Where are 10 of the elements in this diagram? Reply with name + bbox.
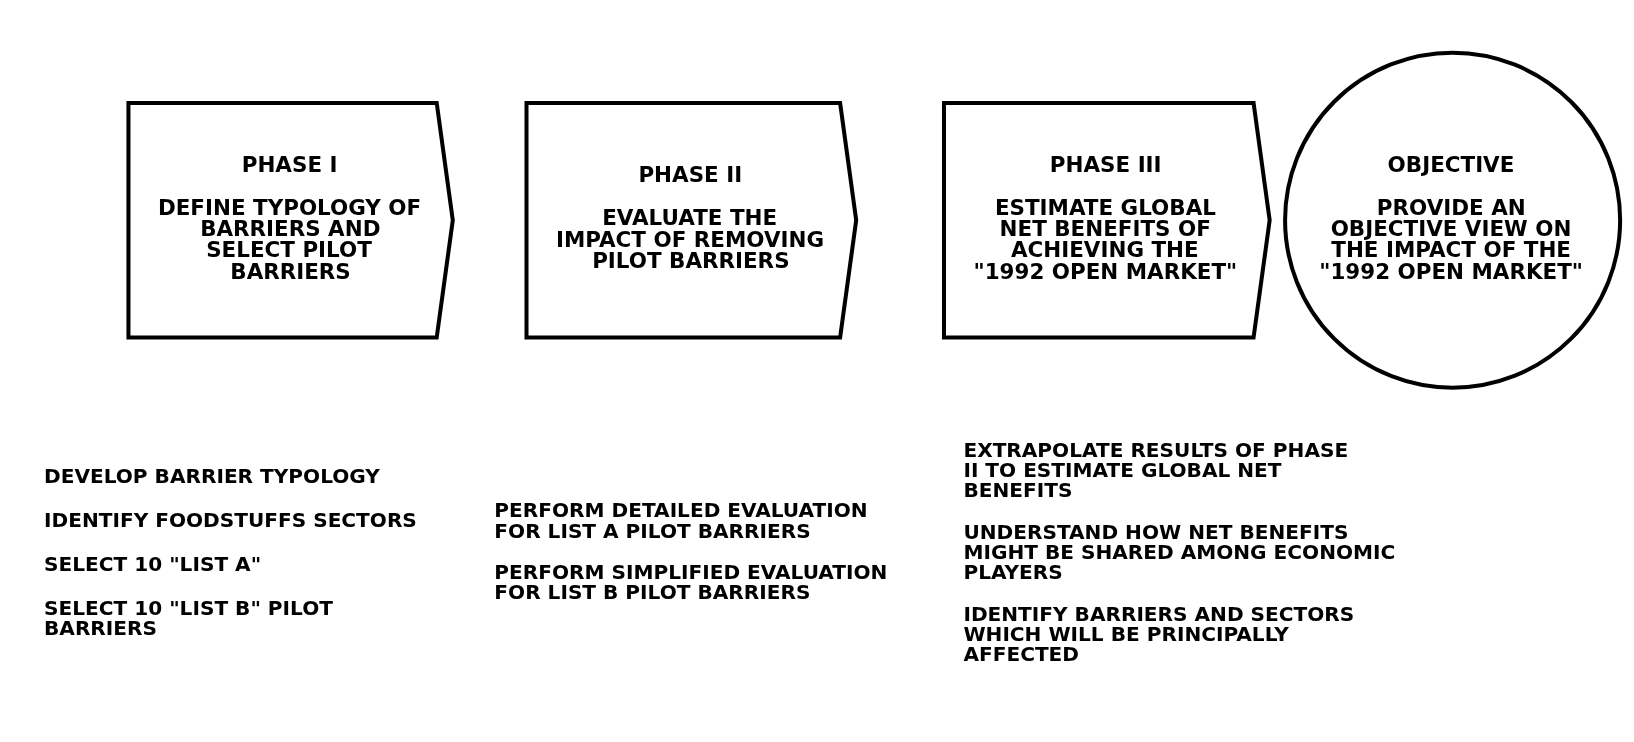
node-label: IDENTIFY BARRIERS AND SECTORS WHICH WILL BE PRINCIPALLY AFFECTED <box>962 601 1354 666</box>
node-label: PERFORM DETAILED EVALUATION FOR LIST A PILOT BARRIERS <box>493 498 868 543</box>
node-label: IDENTIFY FOODSTUFFS SECTORS <box>43 507 417 532</box>
node-label: EXTRAPOLATE RESULTS OF PHASE II TO ESTIMATE GLOBAL NET BENEFITS <box>962 438 1348 503</box>
node-label: SELECT 10 "LIST A" <box>43 552 261 577</box>
node-label: DEVELOP BARRIER TYPOLOGY <box>43 463 380 488</box>
node-label: SELECT 10 "LIST B" PILOT BARRIERS <box>43 596 333 641</box>
node-circle: OBJECTIVE PROVIDE AN OBJECTIVE VIEW ON THE IMPACT OF THE "1992 OPEN MARKET" <box>1282 50 1622 390</box>
node-label: UNDERSTAND HOW NET BENEFITS MIGHT BE SHARED AMONG ECONOMIC PLAYERS <box>962 519 1395 585</box>
node-label: PERFORM SIMPLIFIED EVALUATION FOR LIST B PILOT BARRIERS <box>493 560 887 605</box>
